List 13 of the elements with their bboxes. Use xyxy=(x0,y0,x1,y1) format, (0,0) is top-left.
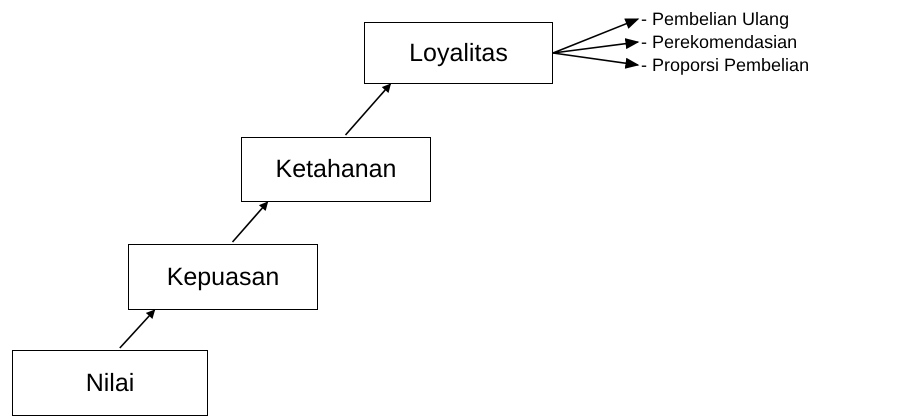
arrow xyxy=(552,18,640,54)
indicator-text: - Perekomendasian xyxy=(641,31,798,53)
stage-box: Loyalitas xyxy=(364,22,553,84)
stage-box: Nilai xyxy=(12,350,208,416)
arrow xyxy=(552,38,640,54)
arrow xyxy=(119,309,156,349)
stage-box: Ketahanan xyxy=(241,137,431,202)
arrow xyxy=(552,52,640,69)
arrow xyxy=(344,83,392,136)
indicator-text: - Pembelian Ulang xyxy=(641,8,790,30)
arrow xyxy=(232,201,268,243)
indicator-text: - Proporsi Pembelian xyxy=(641,54,810,76)
stage-box: Kepuasan xyxy=(128,244,318,310)
